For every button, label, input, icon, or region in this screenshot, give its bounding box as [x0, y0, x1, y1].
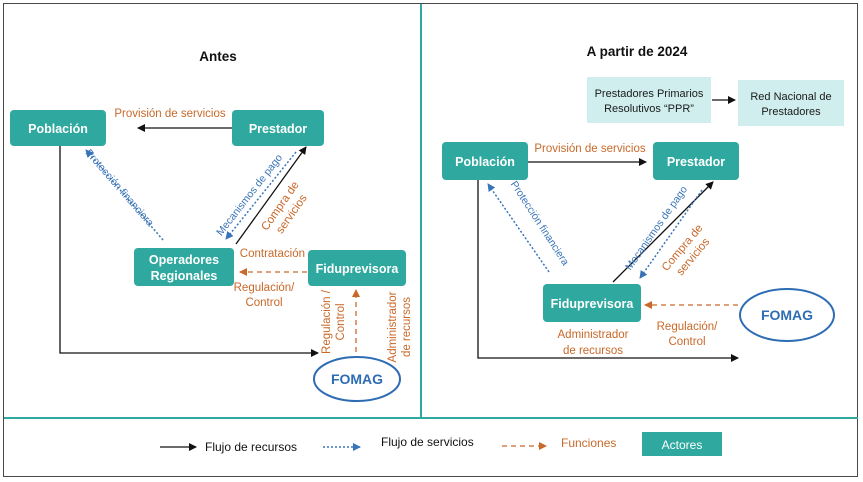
fomag-ellipse-right: FOMAG: [739, 288, 835, 342]
svg-text:Red Nacional de: Red Nacional de: [750, 91, 831, 103]
poblacion-box-right: Población: [442, 142, 528, 180]
label-provision-servicios-left: Provisión de servicios: [114, 108, 225, 120]
svg-text:Resolutivos “PPR”: Resolutivos “PPR”: [604, 103, 694, 115]
label-compra-servicios-right: Compra de servicios: [660, 222, 713, 278]
svg-text:Prestador: Prestador: [249, 122, 307, 136]
label-administrador-right-line2: de recursos: [563, 345, 623, 357]
label-regulacion-right-line1: Regulación/: [657, 321, 719, 333]
prestador-box-right: Prestador: [653, 142, 739, 180]
svg-text:Actores: Actores: [662, 438, 703, 452]
svg-text:Control: Control: [335, 303, 347, 340]
svg-text:Fiduprevisora: Fiduprevisora: [551, 297, 635, 311]
arrow-poblacion-right-flow: [477, 180, 739, 362]
label-proteccion-financiera-left: Protección financiera: [83, 147, 156, 229]
label-regulacion-right-line2: Control: [668, 336, 705, 348]
svg-text:Regionales: Regionales: [151, 269, 218, 283]
svg-text:Operadores: Operadores: [149, 253, 219, 267]
arrow-proteccion-financiera-right: [487, 183, 550, 273]
svg-text:Prestadores: Prestadores: [761, 106, 821, 118]
arrow-poblacion-to-fomag: [59, 146, 319, 357]
arrow-mecanismos-pago-right: [639, 189, 703, 279]
ppr-box: Prestadores Primarios Resolutivos “PPR”: [587, 77, 711, 123]
legend-recursos-label: Flujo de recursos: [205, 440, 297, 454]
svg-text:Regulación /: Regulación /: [321, 289, 333, 354]
red-nacional-box: Red Nacional de Prestadores: [738, 80, 844, 126]
arrow-operadores-to-prestador: [235, 146, 307, 245]
svg-text:Prestadores Primarios: Prestadores Primarios: [595, 88, 704, 100]
svg-text:Fiduprevisora: Fiduprevisora: [316, 262, 400, 276]
right-panel-title: A partir de 2024: [587, 44, 688, 59]
arrow-fiduprevisora-to-prestador: [612, 181, 714, 283]
diagram-frame: [3, 3, 858, 477]
label-administrador-recursos-vertical: Administrador de recursos: [387, 291, 413, 362]
svg-text:Prestador: Prestador: [667, 155, 725, 169]
legend-servicios-label: Flujo de servicios: [381, 435, 474, 449]
label-regulacion-left-line1: Regulación/: [234, 282, 296, 294]
label-regulacion-left-line2: Control: [245, 297, 282, 309]
fiduprevisora-box-left: Fiduprevisora: [308, 250, 406, 286]
legend-actores-swatch: Actores: [642, 432, 722, 456]
label-compra-servicios-left: Compra de servicios: [259, 180, 310, 237]
fiduprevisora-box-right: Fiduprevisora: [543, 284, 641, 322]
svg-text:FOMAG: FOMAG: [331, 371, 383, 387]
left-panel-title: Antes: [199, 49, 237, 64]
label-proteccion-financiera-right: Protección financiera: [508, 179, 572, 268]
svg-text:Población: Población: [455, 155, 515, 169]
svg-text:Administrador: Administrador: [387, 291, 399, 362]
operadores-regionales-box: Operadores Regionales: [134, 248, 234, 286]
poblacion-box-left: Población: [10, 110, 106, 146]
svg-text:Población: Población: [28, 122, 88, 136]
label-regulacion-control-vertical: Regulación / Control: [321, 289, 347, 354]
prestador-box-left: Prestador: [232, 110, 324, 146]
label-contratacion: Contratación: [240, 248, 305, 260]
arrow-mecanismos-pago-left: [225, 151, 297, 240]
label-administrador-right-line1: Administrador: [558, 329, 629, 341]
svg-text:de recursos: de recursos: [401, 297, 413, 357]
label-provision-servicios-right: Provisión de servicios: [534, 143, 645, 155]
fomag-ellipse-left: FOMAG: [313, 356, 401, 402]
svg-text:FOMAG: FOMAG: [761, 307, 813, 323]
legend-funciones-label: Funciones: [561, 436, 616, 450]
